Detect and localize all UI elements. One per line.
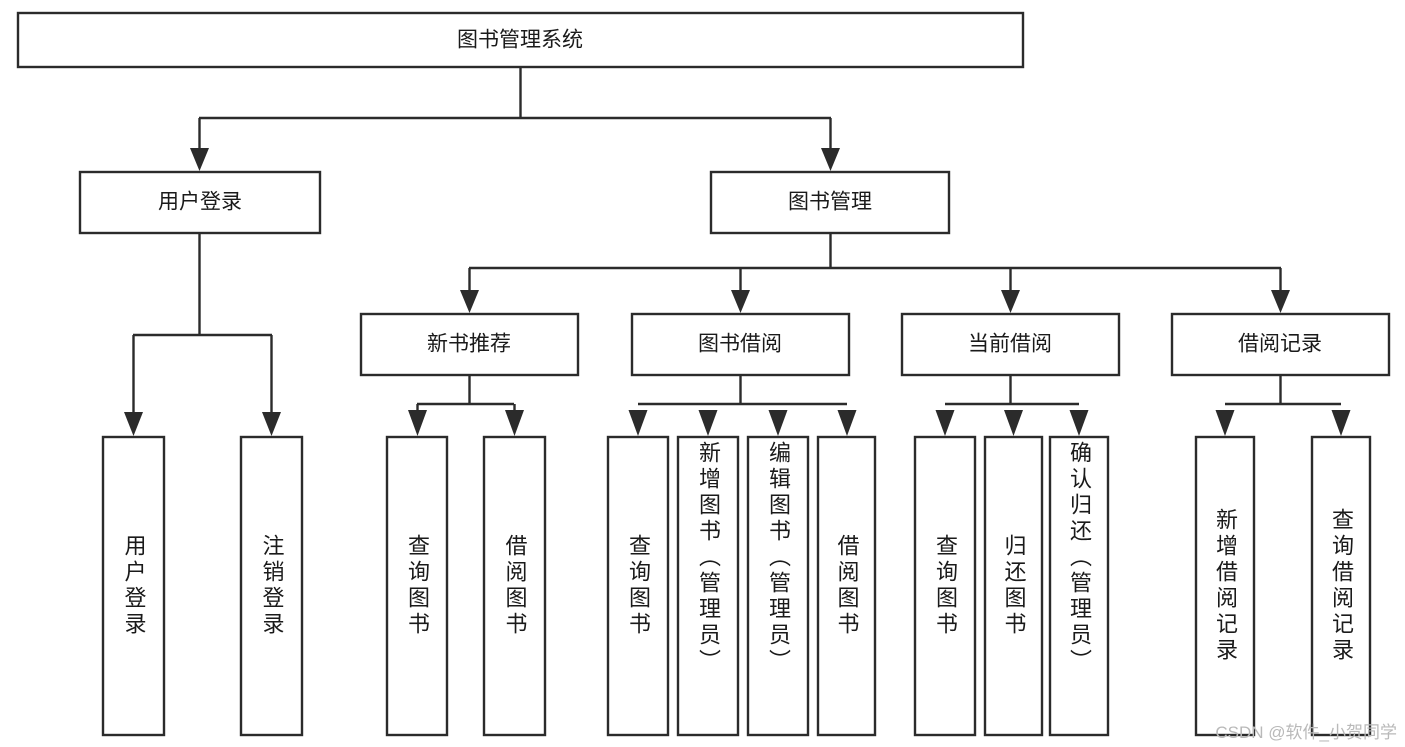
node-leaf-add-book-label: 新增图书（管理员） (696, 441, 721, 675)
node-leaf-add-record[interactable]: 新增借阅记录 (1194, 435, 1256, 737)
node-borrow-record-box[interactable] (1170, 312, 1391, 377)
node-leaf-user-login-box[interactable] (101, 435, 166, 737)
node-leaf-query-record[interactable]: 查询借阅记录 (1310, 435, 1372, 737)
node-book-manage-label: 图书管理 (788, 191, 872, 214)
arrow-head-leaf-user-login (124, 412, 143, 436)
arrow-head-leaf-add-book (698, 410, 718, 436)
node-user-login-label: 用户登录 (158, 191, 242, 214)
node-leaf-borrow-book-rec-box[interactable] (482, 435, 547, 737)
arrow-head-leaf-borrow-book (837, 410, 857, 436)
node-current-borrow-label: 当前借阅 (968, 333, 1052, 356)
node-leaf-logout-label: 注销登录 (259, 534, 285, 638)
node-leaf-edit-book-label: 编辑图书（管理员） (766, 441, 791, 675)
node-leaf-query-book-cur-label: 查询图书 (933, 534, 958, 638)
node-book-manage-box[interactable] (709, 170, 951, 235)
node-new-book-recommend-box[interactable] (359, 312, 580, 377)
node-book-borrow-box[interactable] (630, 312, 851, 377)
node-leaf-borrow-book-box[interactable] (816, 435, 877, 737)
node-root[interactable]: 图书管理系统 (16, 11, 1025, 69)
node-current-borrow-box[interactable] (900, 312, 1121, 377)
node-leaf-add-book-box[interactable] (676, 435, 740, 737)
node-leaf-edit-book-box[interactable] (746, 435, 810, 737)
node-leaf-user-login[interactable]: 用户登录 (101, 435, 166, 737)
node-book-borrow[interactable]: 图书借阅 (630, 312, 851, 377)
node-borrow-record[interactable]: 借阅记录 (1170, 312, 1391, 377)
node-borrow-record-label: 借阅记录 (1238, 333, 1322, 356)
node-leaf-return-book-label: 归还图书 (1001, 534, 1027, 638)
arrow-head-leaf-confirm-return (1069, 410, 1089, 436)
arrow-head-new-book-recommend (460, 290, 479, 313)
arrow-head-book-borrow (731, 290, 750, 313)
node-root-box[interactable] (16, 11, 1025, 69)
node-leaf-confirm-return-label: 确认归还（管理员） (1067, 441, 1092, 675)
node-leaf-query-book-cur-box[interactable] (913, 435, 977, 737)
node-leaf-add-record-label: 新增借阅记录 (1213, 508, 1238, 664)
node-leaf-add-record-box[interactable] (1194, 435, 1256, 737)
node-leaf-query-book-bor-box[interactable] (606, 435, 670, 737)
node-leaf-borrow-book[interactable]: 借阅图书 (816, 435, 877, 737)
node-book-manage[interactable]: 图书管理 (709, 170, 951, 235)
arrow-head-leaf-add-record (1215, 410, 1235, 436)
node-root-label: 图书管理系统 (457, 29, 583, 52)
arrow-head-leaf-query-record (1331, 410, 1351, 436)
node-leaf-query-book-cur[interactable]: 查询图书 (913, 435, 977, 737)
node-book-borrow-label: 图书借阅 (698, 333, 782, 356)
node-leaf-logout-box[interactable] (239, 435, 304, 737)
node-leaf-return-book[interactable]: 归还图书 (983, 435, 1044, 737)
node-leaf-borrow-book-rec[interactable]: 借阅图书 (482, 435, 547, 737)
arrow-head-borrow-record (1271, 290, 1290, 313)
arrow-head-user-login (190, 148, 209, 171)
node-leaf-query-book-rec-box[interactable] (385, 435, 449, 737)
arrow-head-leaf-query-book-rec (408, 410, 427, 436)
node-leaf-query-record-box[interactable] (1310, 435, 1372, 737)
arrow-head-leaf-query-book-bor (628, 410, 648, 436)
node-user-login[interactable]: 用户登录 (78, 170, 322, 235)
node-leaf-query-book-rec[interactable]: 查询图书 (385, 435, 449, 737)
node-leaf-confirm-return[interactable]: 确认归还（管理员） (1048, 435, 1110, 737)
node-leaf-confirm-return-box[interactable] (1048, 435, 1110, 737)
node-leaf-logout[interactable]: 注销登录 (239, 435, 304, 737)
arrow-head-current-borrow (1001, 290, 1020, 313)
arrow-head-leaf-borrow-book-rec (505, 410, 524, 436)
node-leaf-query-book-bor[interactable]: 查询图书 (606, 435, 670, 737)
node-new-book-recommend-label: 新书推荐 (427, 333, 511, 356)
node-leaf-edit-book[interactable]: 编辑图书（管理员） (746, 435, 810, 737)
node-leaf-query-record-label: 查询借阅记录 (1329, 508, 1354, 664)
node-leaf-add-book[interactable]: 新增图书（管理员） (676, 435, 740, 737)
node-leaf-borrow-book-label: 借阅图书 (834, 534, 860, 638)
connector-layer (124, 67, 1351, 436)
node-leaf-borrow-book-rec-label: 借阅图书 (502, 534, 528, 638)
arrow-head-leaf-edit-book (768, 410, 788, 436)
node-user-login-box[interactable] (78, 170, 322, 235)
node-new-book-recommend[interactable]: 新书推荐 (359, 312, 580, 377)
node-leaf-return-book-box[interactable] (983, 435, 1044, 737)
node-current-borrow[interactable]: 当前借阅 (900, 312, 1121, 377)
node-leaf-query-book-bor-label: 查询图书 (626, 534, 651, 638)
arrow-head-leaf-logout (262, 412, 281, 436)
arrow-head-leaf-return-book (1004, 410, 1023, 436)
node-leaf-query-book-rec-label: 查询图书 (405, 534, 430, 638)
node-leaf-user-login-label: 用户登录 (121, 534, 147, 638)
arrow-head-leaf-query-book-cur (935, 410, 955, 436)
arrow-head-book-manage (821, 148, 840, 171)
